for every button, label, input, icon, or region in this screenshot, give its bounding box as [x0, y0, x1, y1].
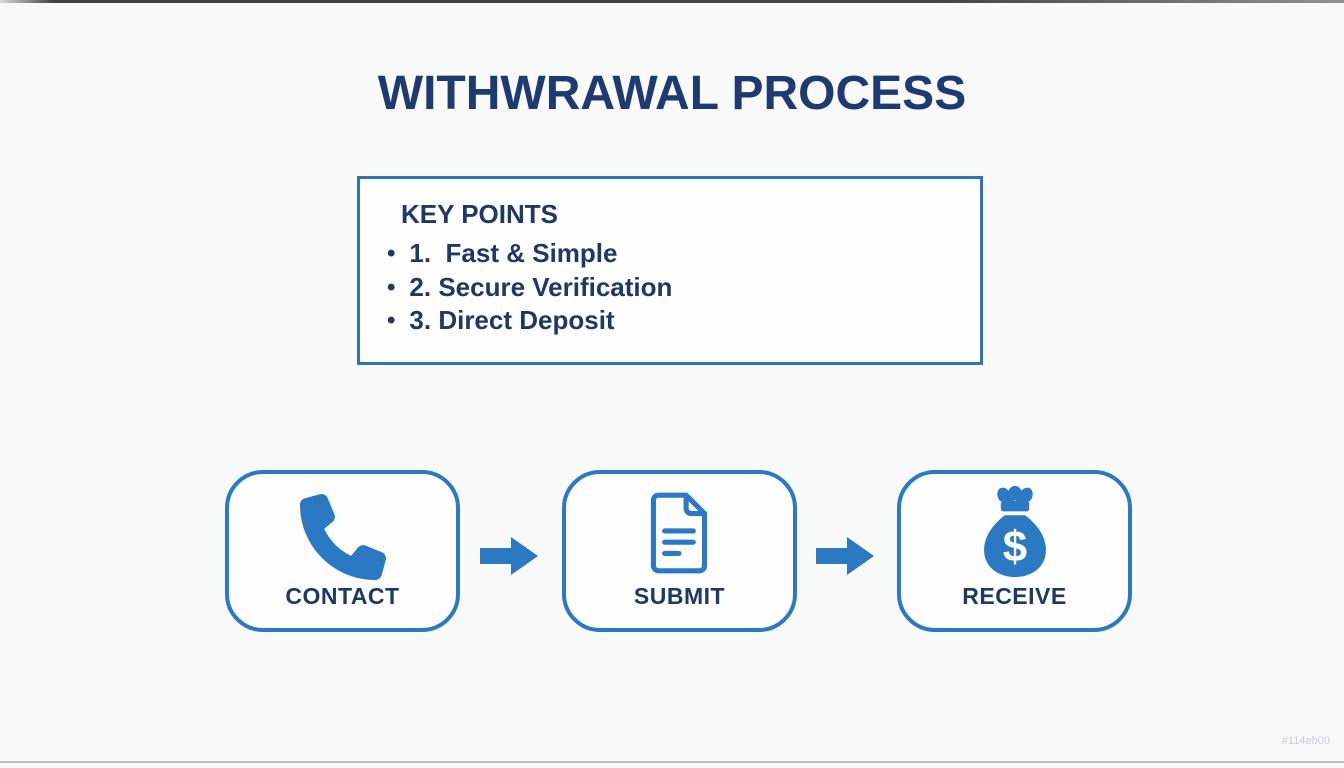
- key-point-text: 1. Fast & Simple: [409, 238, 618, 268]
- bottom-edge-line: [0, 761, 1344, 763]
- key-point-text: 2. Secure Verification: [409, 271, 673, 302]
- top-edge-line: [0, 0, 1344, 3]
- arrow-right-icon: [480, 537, 538, 580]
- key-points-list: • 1. Fast & Simple • 2. Secure Verificat…: [387, 237, 980, 338]
- step-label: RECEIVE: [962, 583, 1067, 609]
- key-points-heading: KEY POINTS: [401, 199, 559, 229]
- page-title: WITHWRAWAL PROCESS: [377, 67, 967, 120]
- arrow-right-icon: [816, 537, 874, 580]
- bullet-icon: •: [387, 273, 396, 301]
- step-card-receive: $ RECEIVE: [897, 470, 1132, 632]
- bullet-icon: •: [387, 307, 396, 334]
- step-label: SUBMIT: [633, 583, 726, 609]
- step-label: CONTACT: [285, 583, 400, 609]
- document-icon: [644, 488, 716, 583]
- svg-text:$: $: [1002, 523, 1026, 572]
- bullet-icon: •: [387, 240, 396, 267]
- key-point-item: • 2. Secure Verification: [387, 271, 980, 305]
- money-bag-icon: $: [974, 483, 1056, 586]
- phone-icon: [299, 493, 386, 585]
- watermark: #114eb00: [1281, 735, 1330, 747]
- step-card-submit: SUBMIT: [562, 470, 797, 632]
- key-points-box: KEY POINTS • 1. Fast & Simple • 2. Secur…: [357, 176, 983, 365]
- step-card-contact: CONTACT: [225, 470, 460, 632]
- key-point-item: • 3. Direct Deposit: [387, 304, 980, 338]
- key-point-text: 3. Direct Deposit: [409, 305, 615, 335]
- key-point-item: • 1. Fast & Simple: [387, 237, 980, 271]
